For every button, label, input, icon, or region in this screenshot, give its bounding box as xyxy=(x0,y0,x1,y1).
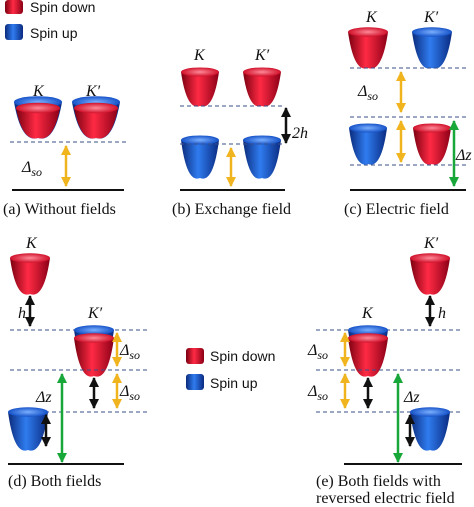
legend-spin-down-label: Spin down xyxy=(210,348,275,364)
valley-label-k: K xyxy=(32,83,45,100)
cone-a-kprime xyxy=(72,96,120,139)
cone-d-k-red xyxy=(10,253,50,295)
cone-b-k-red xyxy=(181,67,219,107)
panel-c-caption: (c) Electric field xyxy=(344,201,449,218)
delta-so-label: Δso xyxy=(119,342,140,362)
delta-z-label: Δz xyxy=(403,389,420,406)
legend-spin-down-swatch xyxy=(186,348,204,364)
valley-label-kprime: K′ xyxy=(423,235,439,252)
legend-spin-down-label: Spin down xyxy=(30,0,95,15)
panel-a: K K′ Δso (a) Without fields xyxy=(3,83,126,218)
legend-middle: Spin down Spin up xyxy=(186,348,275,391)
cone-c-kprime-red xyxy=(413,123,451,165)
legend-spin-up-swatch xyxy=(5,24,23,40)
cone-b-k-blue xyxy=(181,135,219,179)
panel-e: K′ h K Δso Δso Δz (e) Both fields with r… xyxy=(307,235,462,507)
legend-spin-up-swatch xyxy=(186,374,204,390)
valley-label-kprime: K′ xyxy=(87,305,103,322)
delta-z-label: Δz xyxy=(455,147,472,164)
panel-d-caption: (d) Both fields xyxy=(8,473,101,490)
valley-label-k: K xyxy=(193,47,206,64)
cone-e-k-red xyxy=(348,333,388,377)
cone-c-kprime-blue xyxy=(412,27,452,69)
cone-c-k-red xyxy=(348,27,388,69)
legend-spin-down-swatch xyxy=(5,0,23,14)
delta-z-label: Δz xyxy=(35,389,52,406)
h-label: h xyxy=(438,305,446,322)
panel-b: K K′ 2h (b) Exchange field xyxy=(172,47,308,218)
legend-top: Spin down Spin up xyxy=(5,0,95,41)
cone-b-kprime-red xyxy=(243,67,281,107)
panel-c: K K′ Δso Δz (c) Electric field xyxy=(344,9,472,218)
cone-d-k-blue xyxy=(8,407,48,451)
valley-label-k: K xyxy=(25,235,38,252)
delta-so-label: Δso xyxy=(21,159,42,179)
valley-label-k: K xyxy=(361,305,374,322)
cone-d-kprime-red xyxy=(74,333,114,377)
valley-label-kprime: K′ xyxy=(423,9,439,26)
delta-so-label: Δso xyxy=(307,383,328,403)
two-h-label: 2h xyxy=(292,125,308,142)
cone-e-kprime-red xyxy=(410,253,450,295)
h-label: h xyxy=(18,305,26,322)
cone-c-k-blue xyxy=(349,123,387,165)
delta-so-label: Δso xyxy=(357,83,378,103)
valley-label-k: K xyxy=(365,9,378,26)
panel-d: K h K′ Δso Δso Δz (d) Both fields xyxy=(8,235,150,490)
cone-b-kprime-blue xyxy=(243,135,281,179)
panel-b-caption: (b) Exchange field xyxy=(172,201,291,218)
valley-label-kprime: K′ xyxy=(85,83,101,100)
cone-e-kprime-blue xyxy=(410,407,450,451)
panel-e-caption-line1: (e) Both fields with xyxy=(316,473,441,490)
delta-so-label: Δso xyxy=(307,342,328,362)
valley-label-kprime: K′ xyxy=(254,47,270,64)
legend-spin-up-label: Spin up xyxy=(210,375,258,391)
legend-spin-up-label: Spin up xyxy=(30,25,78,41)
cone-a-k xyxy=(14,96,62,139)
delta-so-label: Δso xyxy=(119,383,140,403)
panel-a-caption: (a) Without fields xyxy=(3,201,116,218)
panel-e-caption-line2: reversed electric field xyxy=(316,490,455,507)
